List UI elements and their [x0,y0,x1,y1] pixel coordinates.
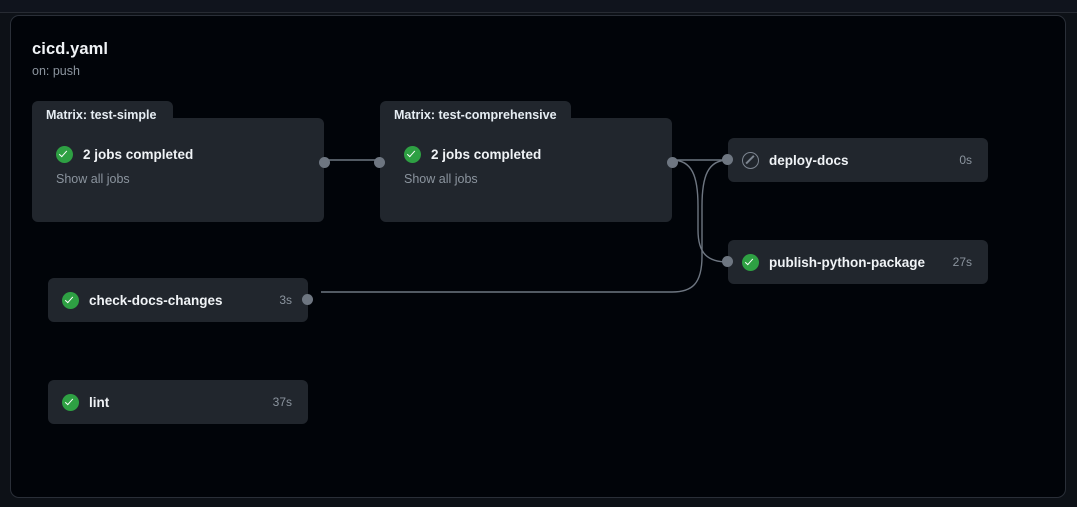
matrix-group-test-simple[interactable]: Matrix: test-simple 2 jobs completed Sho… [32,101,330,222]
workflow-trigger: on: push [32,64,80,78]
matrix-content: 2 jobs completed Show all jobs [56,146,193,186]
job-node-check-docs-changes[interactable]: check-docs-changes 3s [48,278,308,322]
matrix-status-row: 2 jobs completed [56,146,193,163]
window-top-bar [0,0,1077,13]
matrix-tab-test-comprehensive[interactable]: Matrix: test-comprehensive [380,101,571,129]
matrix-status-row: 2 jobs completed [404,146,541,163]
matrix-body-test-simple: 2 jobs completed Show all jobs [32,118,324,222]
success-check-icon [742,253,759,271]
job-duration: 0s [959,153,972,167]
success-check-icon [404,146,421,163]
edge-matrix2-to-publish [671,159,729,263]
matrix-content: 2 jobs completed Show all jobs [404,146,541,186]
job-duration: 37s [272,395,292,409]
skipped-circle-slash-icon [742,151,759,169]
matrix-tab-test-simple[interactable]: Matrix: test-simple [32,101,173,129]
job-label: deploy-docs [769,152,849,168]
matrix-status-text: 2 jobs completed [83,147,194,162]
success-check-icon [62,291,79,309]
workflow-graph-panel: cicd.yaml on: push Matrix: test-simple [10,15,1066,498]
job-duration: 3s [279,293,292,307]
matrix-input-connector-dot [374,157,385,168]
job-node-deploy-docs[interactable]: deploy-docs 0s [728,138,988,182]
publish-input-connector-dot [722,256,733,267]
workflow-title: cicd.yaml [32,40,109,58]
matrix-tab-label: Matrix: test-comprehensive [394,108,557,122]
job-node-lint[interactable]: lint 37s [48,380,308,424]
job-label: publish-python-package [769,254,926,270]
job-label: check-docs-changes [89,292,223,308]
show-all-jobs-link[interactable]: Show all jobs [56,172,130,186]
matrix-body-test-comprehensive: 2 jobs completed Show all jobs [380,118,672,222]
matrix-output-connector-dot [667,157,678,168]
success-check-icon [56,146,73,163]
job-node-publish-python-package[interactable]: publish-python-package 27s [728,240,988,284]
job-duration: 27s [952,255,972,269]
job-label: lint [89,394,110,410]
check-docs-changes-output-connector-dot [302,294,313,305]
workflow-header: cicd.yaml on: push [32,39,108,80]
matrix-tab-label: Matrix: test-simple [46,108,157,122]
show-all-jobs-link[interactable]: Show all jobs [404,172,478,186]
matrix-output-connector-dot [319,157,330,168]
matrix-group-test-comprehensive[interactable]: Matrix: test-comprehensive 2 jobs comple… [374,101,678,222]
matrix-status-text: 2 jobs completed [431,147,542,162]
deploy-docs-input-connector-dot [722,154,733,165]
success-check-icon [62,393,79,411]
